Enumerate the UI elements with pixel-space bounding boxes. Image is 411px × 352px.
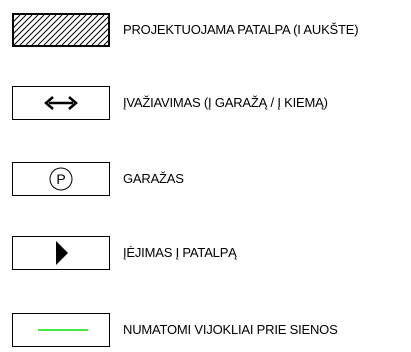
legend-item-climbers: NUMATOMI VIJOKLIAI PRIE SIENOS: [0, 312, 411, 352]
legend-item-projected-room: PROJEKTUOJAMA PATALPA (I AUKŠTE): [0, 12, 411, 52]
triangle-right-icon: [12, 236, 110, 270]
legend-label: NUMATOMI VIJOKLIAI PRIE SIENOS: [123, 322, 338, 337]
legend-item-entrance-drive: ĮVAŽIAVIMAS (Į GARAŽĄ / Į KIEMĄ): [0, 85, 411, 125]
legend-label: PROJEKTUOJAMA PATALPA (I AUKŠTE): [123, 22, 359, 37]
legend-item-garage: P GARAŽAS: [0, 161, 411, 201]
double-arrow-icon: [12, 86, 110, 120]
hatched-rectangle-icon: [12, 13, 110, 47]
green-line-icon: [12, 313, 110, 347]
legend-label: ĮVAŽIAVIMAS (Į GARAŽĄ / Į KIEMĄ): [123, 95, 328, 110]
parking-p-letter: P: [56, 171, 65, 187]
parking-p-icon: P: [12, 162, 110, 196]
legend-item-entrance: ĮĖJIMAS Į PATALPĄ: [0, 235, 411, 275]
legend-label: GARAŽAS: [123, 171, 184, 186]
legend-label: ĮĖJIMAS Į PATALPĄ: [123, 245, 237, 260]
